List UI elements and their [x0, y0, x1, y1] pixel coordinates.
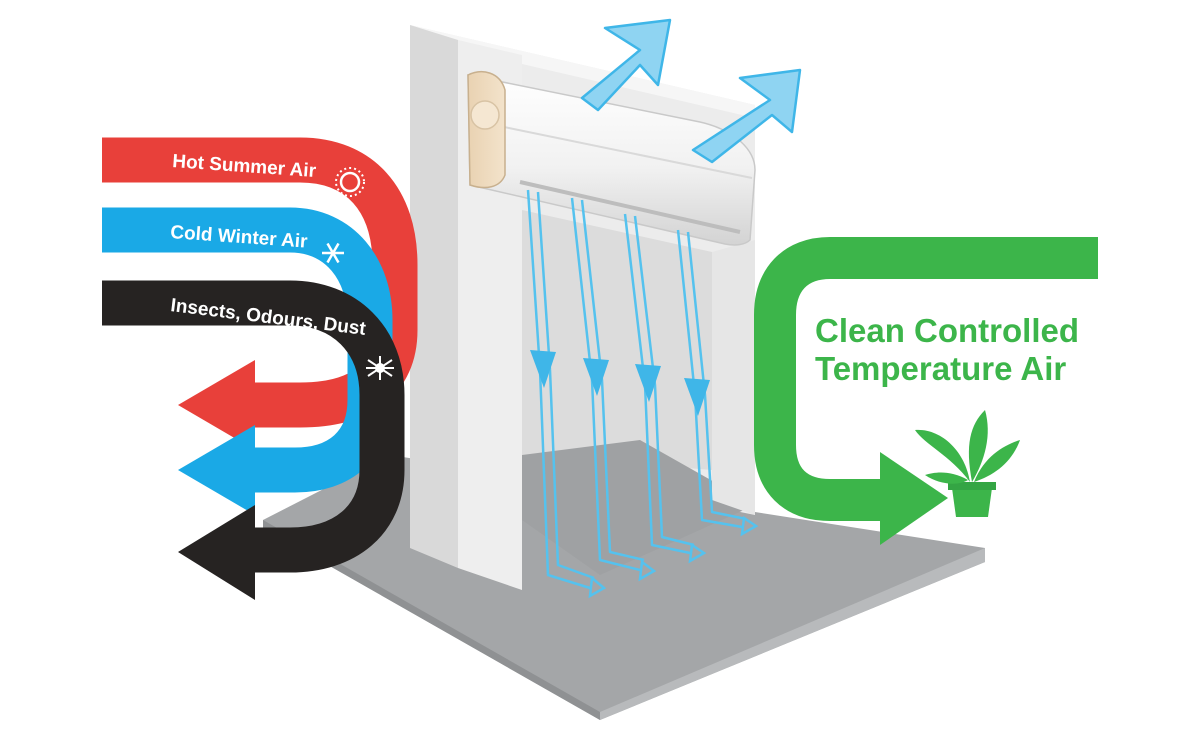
airflow-arrowhead-1 — [530, 350, 556, 388]
airflow-arrowhead-4 — [684, 378, 710, 416]
insects-arrowhead — [178, 505, 255, 600]
clean-air-arrow — [754, 237, 1098, 545]
interior-floor — [522, 440, 755, 575]
hot-air-arrowhead — [178, 360, 255, 450]
intake-arrows — [580, 18, 802, 164]
airflow-arrowheads — [530, 350, 759, 599]
airflow-tip-2 — [638, 559, 657, 582]
wall-pillar-right — [712, 240, 755, 515]
hot-air-band: Hot Summer Air — [102, 137, 418, 450]
snowflake-icon — [322, 242, 344, 264]
air-curtain-unit — [467, 71, 756, 246]
airflow-stream-1 — [526, 189, 591, 590]
airflow-stream-4 — [676, 229, 743, 529]
airflow-streams — [526, 189, 747, 590]
airflow-tip-1 — [588, 575, 607, 599]
airflow-stream-1b — [536, 191, 595, 580]
intake-arrow-1 — [580, 18, 672, 112]
airflow-stream-4b — [686, 231, 747, 521]
airflow-stream-2b — [580, 199, 645, 562]
clean-air-label-line1: Clean Controlled — [815, 312, 1079, 349]
intake-arrow-2 — [691, 68, 802, 164]
airflow-tip-4 — [740, 515, 759, 537]
airflow-arrowhead-2 — [583, 358, 609, 396]
airflow-tip-3 — [688, 542, 707, 564]
clean-air-label-line2: Temperature Air — [815, 350, 1066, 387]
cold-air-band: Cold Winter Air — [102, 207, 393, 515]
airflow-stream-3b — [633, 215, 695, 547]
cold-air-arrowhead — [178, 425, 255, 515]
airflow-stream-3 — [623, 213, 691, 555]
potted-plant-icon — [915, 410, 1020, 517]
insects-band: Insects, Odours, Dust — [102, 280, 405, 600]
spider-icon — [366, 356, 394, 380]
airflow-stream-2 — [570, 197, 641, 572]
clean-air-arrowhead — [880, 452, 948, 545]
airflow-arrowhead-3 — [635, 364, 661, 402]
sun-icon — [335, 167, 365, 197]
